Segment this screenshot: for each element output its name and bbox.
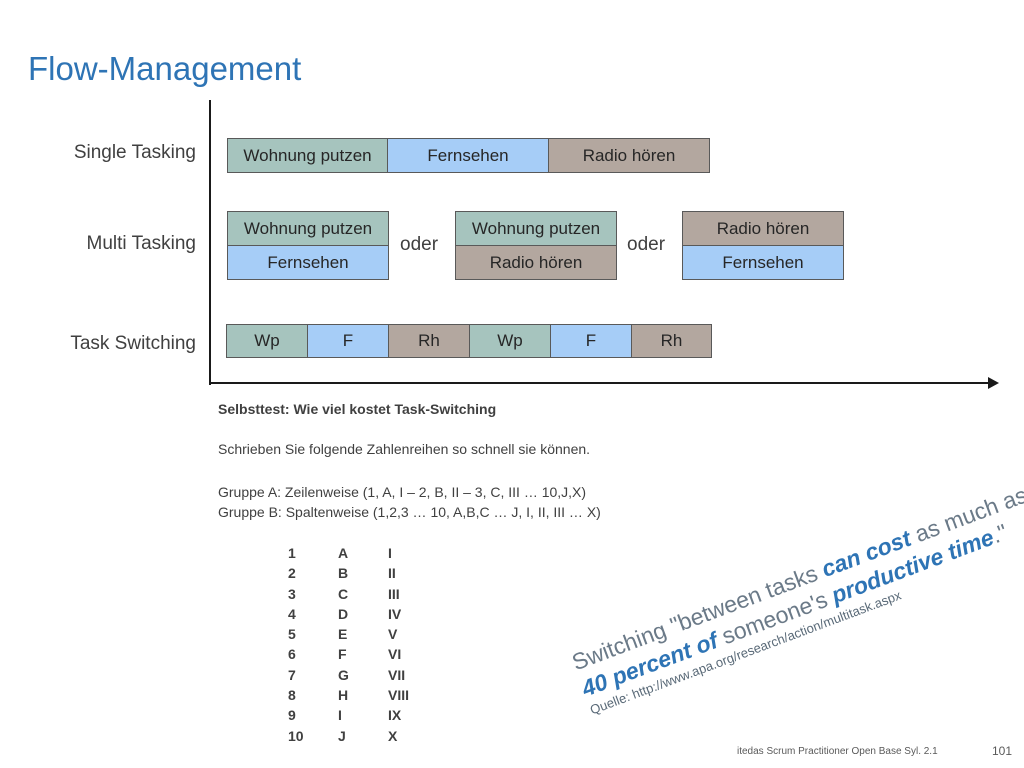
page-title: Flow-Management <box>28 50 302 87</box>
switch-task-f-2: F <box>550 324 632 358</box>
number-item: 6 <box>288 646 296 663</box>
roman-item: IV <box>388 605 402 622</box>
number-item: 1 <box>288 545 296 561</box>
letter-item: A <box>338 545 349 561</box>
multi-task-pair1-bottom: Fernsehen <box>227 245 389 280</box>
number-item: 3 <box>288 585 296 602</box>
single-task-radio: Radio hören <box>548 138 710 173</box>
or-label-2: oder <box>627 234 666 255</box>
number-item: 10 <box>288 727 304 744</box>
multi-task-pair1-top: Wohnung putzen <box>227 211 389 246</box>
number-item: 4 <box>288 605 296 622</box>
multi-task-pair2-top: Wohnung putzen <box>455 211 617 246</box>
multi-task-pair3-top: Radio hören <box>682 211 844 246</box>
numbers-column: 1 2 3 4 5 6 7 8 9 10 <box>288 543 304 746</box>
switch-task-rh-1: Rh <box>388 324 470 358</box>
number-item: 8 <box>288 687 296 704</box>
time-axis-line <box>209 382 991 384</box>
letter-item: C <box>338 585 349 602</box>
roman-item: V <box>388 626 398 643</box>
quote-line-2: 40 percent of someone's productive time.… <box>578 507 1024 703</box>
number-item: 7 <box>288 666 296 683</box>
letter-item: G <box>338 666 349 683</box>
exercise-heading: Selbsttest: Wie viel kostet Task-Switchi… <box>218 401 497 417</box>
row-label-task-switching: Task Switching <box>70 333 196 354</box>
roman-item: VI <box>388 646 402 663</box>
letter-item: I <box>338 707 342 724</box>
page-number: 101 <box>992 744 1013 758</box>
or-label-1: oder <box>400 234 439 255</box>
roman-item: X <box>388 727 398 744</box>
switch-task-wp-2: Wp <box>469 324 551 358</box>
roman-item: VII <box>388 666 406 683</box>
switch-task-wp-1: Wp <box>226 324 308 358</box>
roman-item: III <box>388 585 400 602</box>
quote-block: Switching "between tasks can cost as muc… <box>568 481 1024 720</box>
letter-item: D <box>338 605 349 622</box>
switch-task-f-1: F <box>307 324 389 358</box>
number-item: 9 <box>288 707 296 724</box>
time-axis-arrow-icon <box>988 377 999 389</box>
single-task-cleaning: Wohnung putzen <box>227 138 388 173</box>
switch-task-rh-2: Rh <box>631 324 712 358</box>
roman-item: II <box>388 565 396 582</box>
multi-task-pair3-bottom: Fernsehen <box>682 245 844 280</box>
number-item: 2 <box>288 565 296 582</box>
roman-item: IX <box>388 707 402 724</box>
exercise-group-b: Gruppe B: Spaltenweise (1,2,3 … 10, A,B,… <box>218 504 601 520</box>
y-axis-line <box>209 100 211 385</box>
multi-task-pair2-bottom: Radio hören <box>455 245 617 280</box>
exercise-group-a: Gruppe A: Zeilenweise (1, A, I – 2, B, I… <box>218 484 587 500</box>
letter-item: H <box>338 687 349 704</box>
row-label-single-tasking: Single Tasking <box>73 142 196 163</box>
letter-item: J <box>338 727 346 744</box>
row-label-multi-tasking: Multi Tasking <box>86 233 196 254</box>
letter-item: B <box>338 565 349 582</box>
letter-item: E <box>338 626 348 643</box>
single-task-tv: Fernsehen <box>387 138 549 173</box>
footer-text: itedas Scrum Practitioner Open Base Syl.… <box>737 746 938 757</box>
roman-item: I <box>388 545 392 561</box>
exercise-instruction: Schrieben Sie folgende Zahlenreihen so s… <box>218 441 591 457</box>
roman-item: VIII <box>388 687 410 704</box>
letter-item: F <box>338 646 347 663</box>
number-item: 5 <box>288 626 296 643</box>
